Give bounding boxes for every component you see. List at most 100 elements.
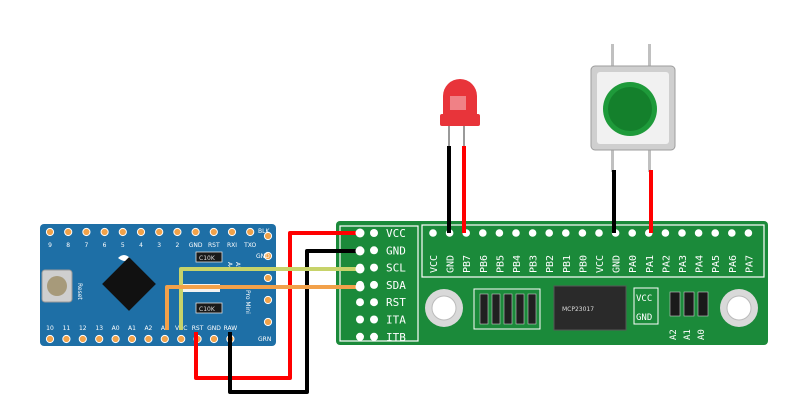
arduino-top-pad <box>136 227 146 237</box>
expander-top-pad <box>512 229 520 237</box>
expander-top-pad <box>562 229 570 237</box>
expander-left-pad <box>370 298 378 307</box>
wire-sda <box>165 285 358 330</box>
arduino-bottom-pin-label: A0 <box>112 325 120 332</box>
arduino-bottom-pin-label: GND <box>207 325 221 332</box>
arduino-resistor <box>195 302 223 314</box>
arduino-top-pad <box>64 227 73 237</box>
expander-top-pad <box>479 229 487 237</box>
expander-left-pin-label: GND <box>386 244 406 257</box>
address-jumper <box>697 291 709 317</box>
smd-resistor <box>491 293 501 325</box>
expander-left-pin-label: ITA <box>386 314 406 327</box>
arduino-side-pad <box>263 317 273 327</box>
expander-left-pad <box>370 229 378 237</box>
smd-resistor <box>503 293 513 325</box>
expander-top-pin-label: VCC <box>595 255 606 273</box>
expander-left-pin-label: SCL <box>386 262 406 275</box>
expander-top-pin-label: PA2 <box>661 255 672 273</box>
arduino-bottom-pad <box>127 334 137 344</box>
button-cap-inner <box>608 87 652 131</box>
arduino-bottom-pad <box>160 334 169 344</box>
arduino-bottom-pad <box>95 334 104 344</box>
arduino-chip-label: A4 <box>226 262 233 270</box>
right-power-label: GND <box>636 313 652 323</box>
chip-marking: MCP23017 <box>562 306 594 313</box>
expander-top-pin-label: PA4 <box>695 255 706 273</box>
arduino-bottom-pin-label: 10 <box>46 325 54 332</box>
expander-top-pin-label: PA1 <box>645 255 656 273</box>
arduino-side-pad <box>263 251 273 261</box>
arduino-top-pin-label: 4 <box>139 242 143 249</box>
arduino-top-pad <box>82 227 91 237</box>
expander-left-pad <box>356 332 364 341</box>
arduino-side-label: GND <box>256 253 270 260</box>
arduino-top-pin-label: RXI <box>227 242 237 249</box>
expander-left-pad <box>370 246 378 255</box>
expander-left-pad <box>370 263 378 272</box>
led-highlight <box>450 96 466 110</box>
arduino-top-pad <box>100 227 109 237</box>
arduino-side-label: GRN <box>258 336 271 343</box>
arduino-bottom-pin-label: 13 <box>95 325 103 332</box>
button-leg <box>611 148 614 172</box>
arduino-side-label: BLK <box>258 228 270 235</box>
led-rim <box>440 114 480 126</box>
arduino-resistor-label: C10K <box>199 255 216 262</box>
arduino-model-text: Pro Mini <box>244 290 251 314</box>
wire-end-pad <box>355 246 365 256</box>
arduino-side-pad <box>263 231 273 241</box>
expander-top-pad <box>744 229 753 237</box>
expander-left-pad <box>370 315 378 324</box>
arduino-top-pad <box>209 227 218 237</box>
expander-top-pin-label: PB0 <box>578 255 589 273</box>
arduino-top-pad <box>45 227 55 237</box>
expander-top-pin-label: PB6 <box>479 255 490 273</box>
resistor-array-outline <box>473 288 541 330</box>
arduino-bottom-pin-label: 11 <box>63 325 71 332</box>
wires <box>165 146 653 394</box>
expander-top-pad <box>495 229 504 237</box>
arduino-top-pin-label: 7 <box>84 242 88 249</box>
arduino-top-pad <box>191 227 200 237</box>
mcp23017-chip <box>553 285 627 331</box>
arduino-chip-label: A5 <box>234 262 241 270</box>
arduino-reset-label: Reset <box>76 283 83 300</box>
expander-top-pad <box>711 229 719 237</box>
address-label: A0 <box>697 329 707 340</box>
expander-top-header-outline <box>421 224 765 278</box>
expander-left-pad <box>370 332 378 341</box>
arduino-bottom-pin-label: RAW <box>224 325 238 332</box>
arduino-resistor <box>195 251 223 263</box>
address-label: A2 <box>669 329 679 340</box>
arduino-top-pin-label: 2 <box>175 242 179 249</box>
button-leg <box>648 44 651 68</box>
red-led <box>440 79 480 148</box>
smd-resistor <box>479 293 489 325</box>
expander-top-pad <box>595 229 603 237</box>
expander-top-pad <box>694 229 703 237</box>
arduino-reset-button-cap <box>47 276 67 296</box>
arduino-top-pad <box>173 227 182 237</box>
address-jumpers <box>669 291 709 317</box>
arduino-bottom-pin-label: A3 <box>161 325 169 332</box>
wire-end-pad <box>355 282 365 292</box>
expander-top-pin-label: PA0 <box>628 255 639 273</box>
expander-top-pad <box>728 229 736 237</box>
arduino-top-pad <box>246 227 255 237</box>
arduino-top-pin-label: 5 <box>121 242 125 249</box>
arduino-top-pin-label: 6 <box>103 242 107 249</box>
smd-resistor <box>515 293 525 325</box>
wire-end-pad <box>355 228 365 238</box>
mounting-hole-inner <box>726 295 752 321</box>
expander-left-pin-label: SDA <box>386 279 406 292</box>
arduino-top-pin-label: 8 <box>66 242 70 249</box>
arduino-top-pad <box>118 227 127 237</box>
right-power-label: VCC <box>636 294 652 304</box>
expander-top-pin-label: PB7 <box>462 255 473 273</box>
expander-top-pin-label: PB5 <box>495 255 506 273</box>
